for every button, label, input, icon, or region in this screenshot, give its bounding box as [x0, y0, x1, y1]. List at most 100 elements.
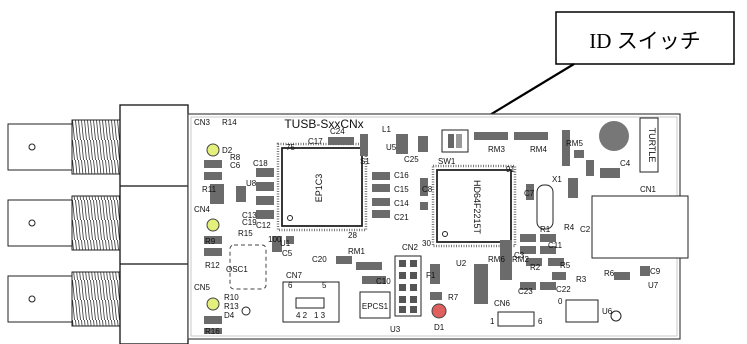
label-cn2: CN2: [402, 243, 419, 252]
fpga-chip: EP1C3: [276, 142, 368, 232]
label-c5: C5: [282, 249, 293, 258]
label-x1: X1: [552, 175, 562, 184]
label-91: 91: [506, 165, 515, 174]
label-r8: R8: [230, 153, 241, 162]
label-cn7-pin6: 6: [288, 281, 293, 290]
label-u3: U3: [390, 325, 401, 334]
mounting-hole: [599, 121, 629, 151]
mcu-chip: HD64F2215T: [431, 164, 517, 248]
label-rm4: RM4: [530, 145, 547, 154]
callout-text: ID スイッチ: [589, 29, 700, 53]
label-c9: C9: [650, 267, 661, 276]
oscillator-osc1: [229, 244, 267, 290]
label-c3: C3: [514, 251, 525, 260]
label-r4: R4: [564, 223, 575, 232]
fpga-label: EP1C3: [314, 174, 324, 203]
label-cn7-pin13: 1 3: [314, 311, 326, 320]
label-c2: C2: [580, 225, 591, 234]
label-30: 30: [422, 239, 431, 248]
label-r14: R14: [222, 118, 237, 127]
callout-box: [555, 11, 735, 65]
label-r13: R13: [224, 302, 239, 311]
label-u7: U7: [648, 281, 659, 290]
label-r10: R10: [224, 293, 239, 302]
label-c8: C8: [422, 185, 433, 194]
connector-cn6: [497, 311, 535, 327]
label-c20: C20: [312, 255, 327, 264]
label-r9: R9: [205, 237, 216, 246]
label-d1: D1: [434, 323, 445, 332]
label-c6: C6: [230, 161, 241, 170]
label-l1: L1: [382, 125, 391, 134]
label-c7: C7: [524, 189, 535, 198]
label-cn1: CN1: [640, 185, 657, 194]
label-cn6-pin1: 1: [490, 317, 495, 326]
label-f1: F1: [426, 271, 436, 280]
label-28: 28: [348, 231, 357, 240]
label-c25: C25: [404, 155, 419, 164]
led-d3: [206, 218, 220, 232]
label-cn7-pin5: 5: [322, 281, 327, 290]
usb-connector-cn1: [591, 195, 689, 259]
epcs-chip: [359, 291, 391, 319]
label-cn3: CN3: [194, 118, 211, 127]
label-cn7: CN7: [286, 271, 303, 280]
label-r12: R12: [205, 261, 220, 270]
header-cn2: [394, 255, 422, 317]
label-c12: C12: [256, 221, 271, 230]
label-75: 75: [286, 143, 295, 152]
label-rm2: RM2: [512, 255, 529, 264]
label-u5: U5: [386, 143, 397, 152]
label-c11: C11: [548, 241, 563, 250]
label-c15: C15: [394, 185, 409, 194]
label-d2: D2: [222, 146, 233, 155]
label-u6-pin0: 0: [558, 297, 563, 306]
label-r11: R11: [202, 185, 217, 194]
label-c19: C19: [242, 218, 257, 227]
label-c4: C4: [620, 159, 631, 168]
label-cn7-pin42: 4 2: [296, 311, 308, 320]
label-u1: U1: [280, 239, 291, 248]
label-r6: R6: [604, 269, 615, 278]
brand-label: TURTLE: [647, 128, 657, 163]
label-c14: C14: [394, 199, 409, 208]
label-rm5: RM5: [566, 139, 583, 148]
id-switch: [441, 129, 469, 153]
board-title: TUSB-SxxCNx: [284, 117, 363, 131]
label-rm3: RM3: [488, 145, 505, 154]
label-c21: C21: [394, 213, 409, 222]
label-s1: S1: [360, 157, 370, 166]
label-cn6-pin6: 6: [538, 317, 543, 326]
label-r3: R3: [576, 275, 587, 284]
label-d4: D4: [224, 311, 235, 320]
label-rm1: RM1: [348, 247, 365, 256]
label-cn4: CN4: [194, 205, 211, 214]
smd-pads: [204, 130, 650, 334]
label-r2: R2: [530, 263, 541, 272]
label-rm6: RM6: [488, 255, 505, 264]
bnc-connectors: [7, 104, 189, 344]
label-100: 100: [268, 235, 282, 244]
label-r5: R5: [560, 261, 571, 270]
label-c10: C10: [376, 277, 391, 286]
label-sw1: SW1: [438, 157, 456, 166]
id-switch-callout: ID スイッチ: [458, 11, 735, 134]
bnc-connector: [7, 271, 121, 327]
led-d2: [206, 143, 220, 157]
silkscreen-labels: CN3 R14 D2 C6 R8 R11 CN4 R9 R12 CN5 R10 …: [194, 118, 661, 336]
label-r15: R15: [238, 229, 253, 238]
label-c13: C13: [242, 211, 257, 220]
label-u2: U2: [456, 259, 467, 268]
mcu-label: HD64F2215T: [472, 180, 482, 235]
led-d4: [206, 297, 220, 311]
label-c17: C17: [308, 137, 323, 146]
label-osc1: OSC1: [226, 265, 248, 274]
label-u6: U6: [602, 307, 613, 316]
label-cn5: CN5: [194, 283, 211, 292]
label-c22: C22: [556, 285, 571, 294]
epcs-label: EPCS1: [362, 302, 389, 311]
label-u8: U8: [246, 179, 257, 188]
label-cn6: CN6: [494, 299, 511, 308]
chip-u6: [565, 299, 599, 323]
